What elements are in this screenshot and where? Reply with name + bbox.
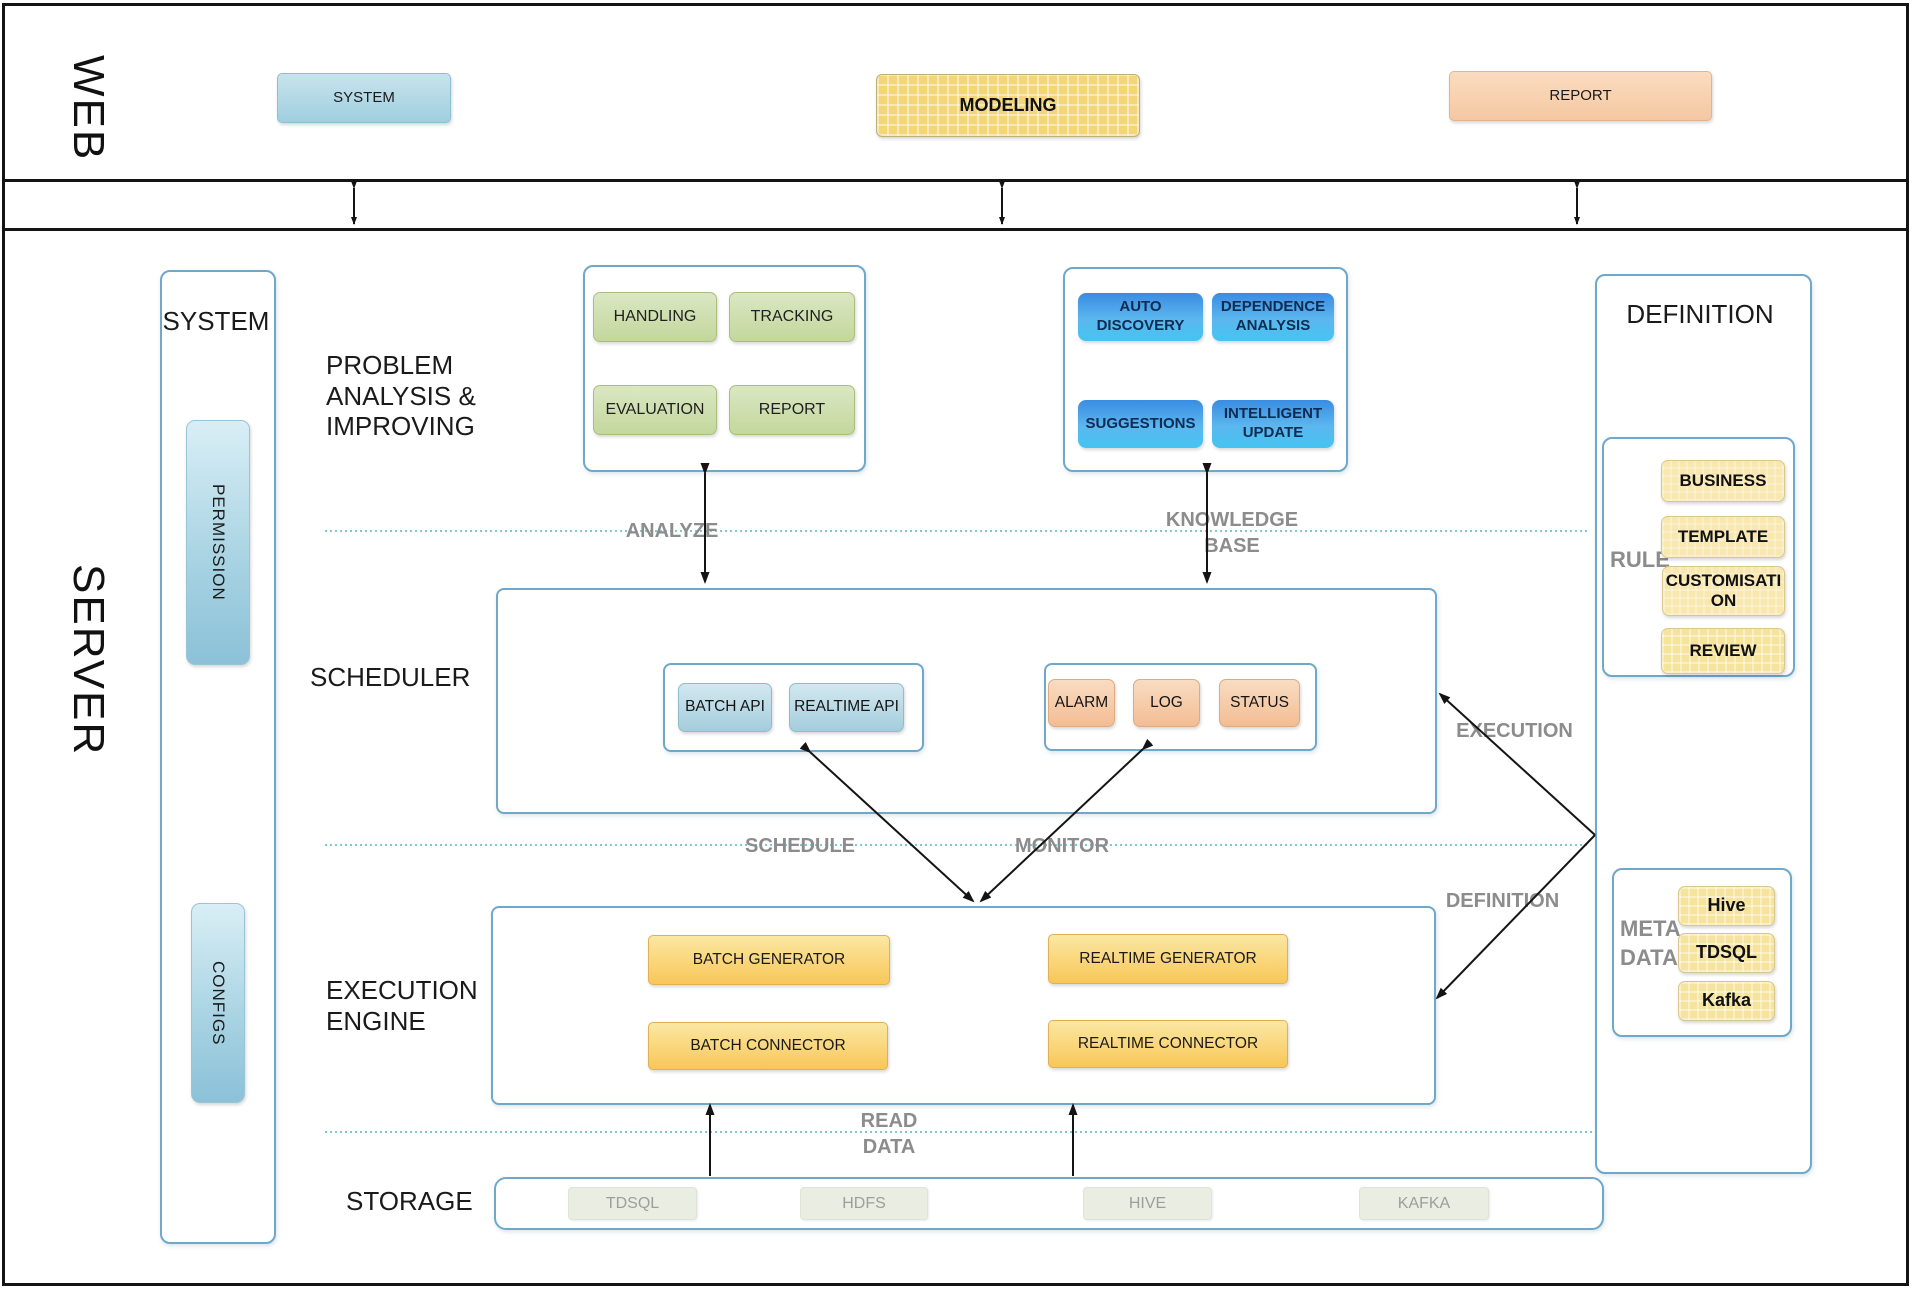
scheduler-title: SCHEDULER [310, 662, 471, 692]
metadata-group-label: META DATA [1620, 916, 1680, 970]
permission-box: PERMISSION [186, 420, 250, 665]
batch-api-box: BATCH API [678, 683, 772, 732]
realtime-generator-box: REALTIME GENERATOR [1048, 934, 1288, 984]
read-data-flow-label: READ DATA [860, 1110, 918, 1158]
realtime-connector-box: REALTIME CONNECTOR [1048, 1020, 1288, 1068]
storage-tdsql-chip: TDSQL [568, 1187, 697, 1220]
metadata-kafka-box: Kafka [1678, 981, 1775, 1021]
web-report-box: REPORT [1449, 71, 1712, 121]
configs-box: CONFIGS [191, 903, 245, 1103]
analyze-flow-label: ANALYZE [625, 520, 719, 542]
dependence-analysis-box: DEPENDENCE ANALYSIS [1212, 293, 1334, 341]
metadata-hive-box: Hive [1678, 886, 1775, 926]
knowledge-base-flow-label: KNOWLEDGE BASE [1165, 509, 1299, 557]
rule-customisation-box: CUSTOMISATION [1662, 566, 1785, 616]
alarm-box: ALARM [1048, 679, 1115, 727]
storage-hive-chip: HIVE [1083, 1187, 1212, 1220]
definition-panel-title: DEFINITION [1626, 298, 1774, 329]
handling-box: HANDLING [593, 292, 717, 342]
rule-business-box: BUSINESS [1661, 460, 1785, 502]
definition-panel [1595, 274, 1812, 1174]
tracking-box: TRACKING [729, 292, 855, 342]
definition-flow-label: DEFINITION [1445, 890, 1560, 912]
problem-analysis-title: PROBLEM ANALYSIS & IMPROVING [326, 350, 476, 442]
server-band-top-border [2, 228, 1909, 231]
suggestions-box: SUGGESTIONS [1078, 400, 1203, 448]
schedule-flow-label: SCHEDULE [744, 835, 855, 857]
metadata-tdsql-box: TDSQL [1678, 933, 1775, 973]
intelligent-update-box: INTELLIGENT UPDATE [1212, 400, 1334, 448]
rule-group-label: RULE [1610, 547, 1670, 572]
status-box: STATUS [1219, 679, 1300, 727]
log-box: LOG [1133, 679, 1200, 727]
storage-title: STORAGE [346, 1186, 473, 1216]
monitor-flow-label: MONITOR [1014, 835, 1110, 857]
report-box: REPORT [729, 385, 855, 435]
system-panel-title: SYSTEM [162, 305, 270, 336]
execution-engine-box [491, 906, 1436, 1105]
web-system-box: SYSTEM [277, 73, 451, 123]
batch-generator-box: BATCH GENERATOR [648, 935, 890, 985]
web-band-label: WEB [64, 54, 113, 162]
rule-template-box: TEMPLATE [1661, 516, 1785, 558]
batch-connector-box: BATCH CONNECTOR [648, 1022, 888, 1070]
modeling-box: MODELING [876, 74, 1140, 137]
server-band-label: SERVER [64, 563, 113, 757]
realtime-api-box: REALTIME API [789, 683, 904, 732]
storage-hdfs-chip: HDFS [800, 1187, 928, 1220]
execution-engine-title: EXECUTION ENGINE [326, 975, 478, 1036]
outer-frame [2, 3, 1909, 1286]
auto-discovery-box: AUTO DISCOVERY [1078, 293, 1203, 341]
evaluation-box: EVALUATION [593, 385, 717, 435]
execution-flow-label: EXECUTION [1456, 720, 1573, 742]
rule-review-box: REVIEW [1661, 628, 1785, 674]
storage-kafka-chip: KAFKA [1359, 1187, 1489, 1220]
web-band-bottom-border [2, 179, 1909, 182]
